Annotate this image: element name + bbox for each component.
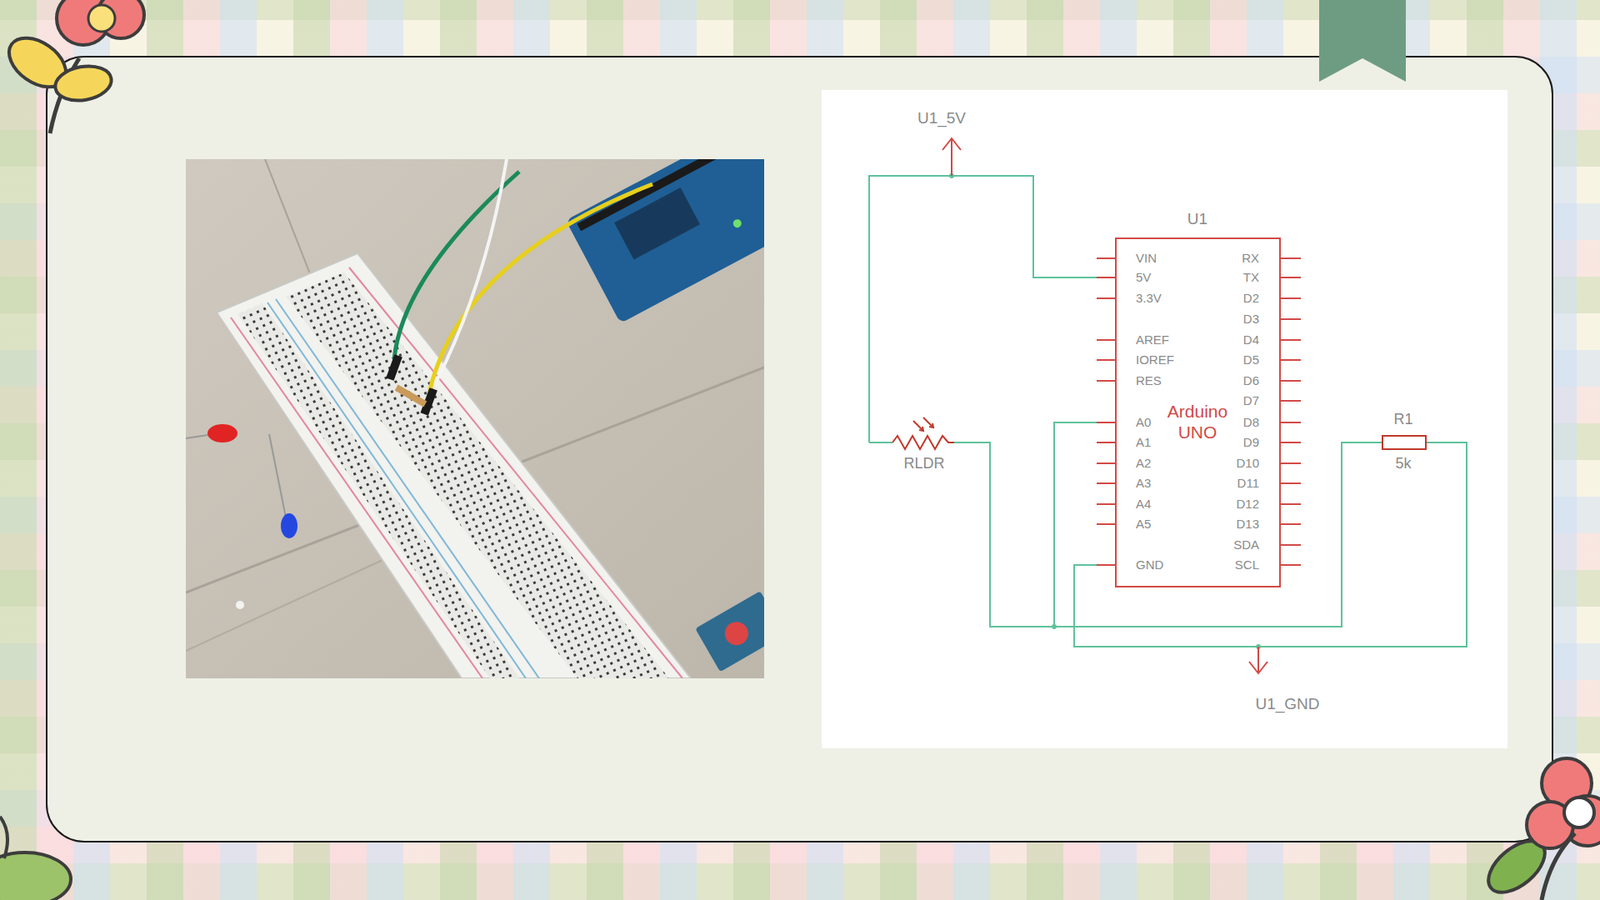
pin-label: D2 [1243, 291, 1260, 306]
pin-label: A5 [1135, 517, 1151, 532]
net-label: 5k [1395, 455, 1411, 473]
net-label: U1_5V [917, 110, 966, 128]
flower-top-left [0, 0, 145, 134]
pin-label: D13 [1235, 517, 1260, 532]
bookmark-notch [1319, 58, 1406, 82]
leaf-bottom-left [0, 816, 71, 900]
pin-label: SDA [1233, 538, 1260, 553]
resistor-symbol [1382, 435, 1426, 450]
pin-label: A0 [1135, 415, 1151, 430]
pin-stubs [1096, 258, 1301, 565]
pin-label: D8 [1243, 415, 1260, 430]
net-label: U1_GND [1255, 695, 1320, 714]
pin-label: 3.3V [1135, 291, 1162, 306]
pin-label: SCL [1235, 558, 1260, 573]
bookmark-tab [1319, 0, 1406, 82]
part-reference: U1 [1187, 210, 1208, 230]
pin-label: A1 [1135, 435, 1151, 450]
pin-label: A3 [1135, 476, 1151, 491]
pin-label: D9 [1243, 435, 1260, 450]
pin-label: AREF [1135, 333, 1170, 348]
flower-bottom-right [1479, 758, 1600, 900]
pin-label: D10 [1235, 456, 1260, 471]
microcontroller-box: U1Arduino UNO [1115, 237, 1281, 588]
board-name: Arduino UNO [1151, 400, 1244, 443]
pin-label: A4 [1135, 497, 1151, 512]
net-label: RLDR [903, 455, 945, 473]
pin-label: D11 [1237, 476, 1260, 491]
pin-label: D5 [1243, 353, 1260, 368]
ldr-symbol [892, 417, 955, 450]
wires [869, 175, 1467, 647]
junctions [949, 173, 1261, 650]
pin-label: GND [1135, 558, 1164, 573]
pin-label: D12 [1235, 497, 1260, 512]
breadboard-photo [185, 159, 765, 679]
pin-label: RES [1135, 374, 1162, 389]
net-label: R1 [1393, 411, 1413, 429]
pin-label: VIN [1135, 251, 1157, 266]
pin-label: D3 [1243, 312, 1260, 327]
pin-label: D4 [1243, 333, 1260, 348]
pin-label: IOREF [1135, 353, 1175, 368]
pin-label: D6 [1243, 374, 1260, 389]
pin-label: RX [1241, 251, 1260, 266]
pin-label: D7 [1243, 394, 1260, 409]
pin-label: TX [1243, 270, 1260, 285]
pin-label: 5V [1135, 270, 1151, 285]
power-symbols [942, 138, 1268, 674]
schematic-sheet [821, 90, 1508, 749]
pin-label: A2 [1135, 456, 1151, 471]
